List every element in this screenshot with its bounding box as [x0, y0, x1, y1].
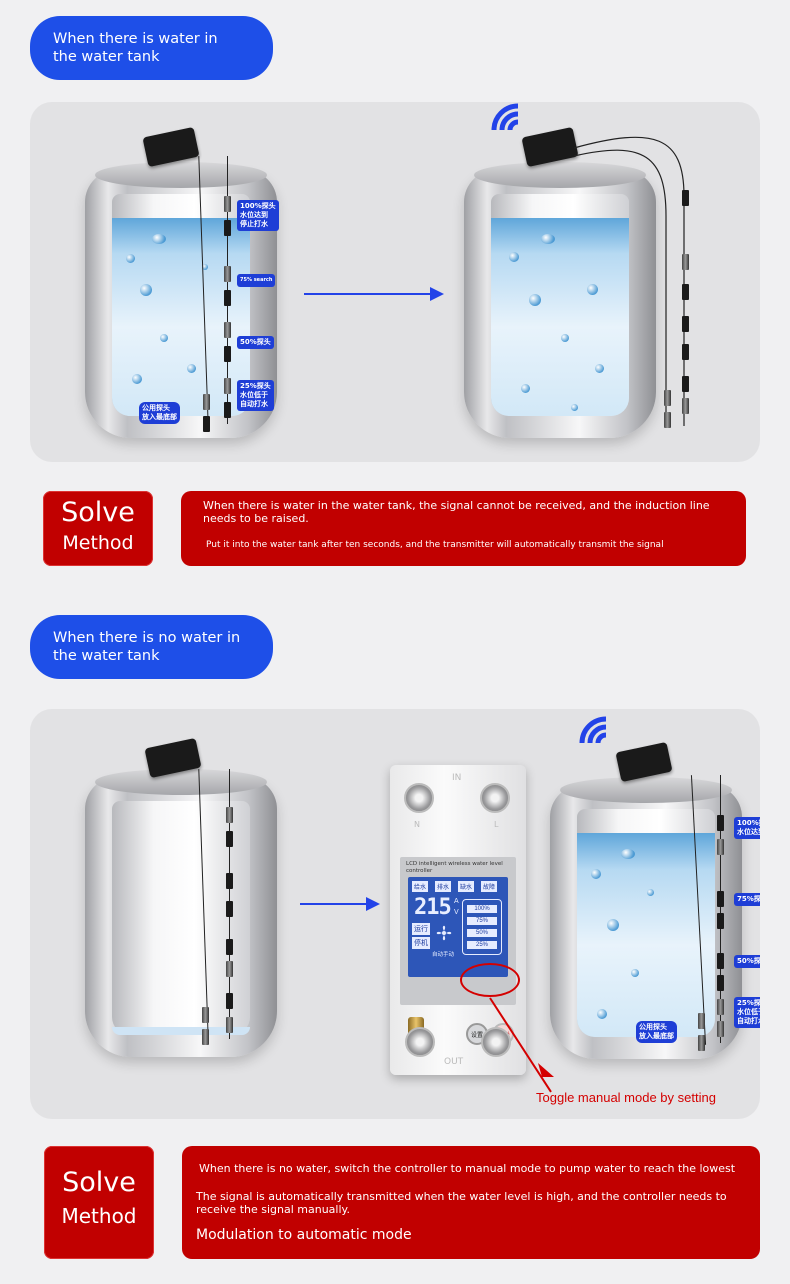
- section2-title-line2: the water tank: [53, 648, 160, 664]
- section2-desc-text2: The signal is automatically transmitted …: [196, 1190, 727, 1216]
- section2-illustration-panel: IN N L LCD intelligent wireless water le…: [30, 709, 760, 1119]
- wireless-transmitter: [521, 126, 579, 168]
- toggle-manual-caption: Toggle manual mode by setting: [536, 1090, 716, 1105]
- section1-title-pill: When there is water in the water tank: [30, 16, 273, 80]
- section2-desc-text3: Modulation to automatic mode: [196, 1227, 412, 1243]
- fan-icon: [436, 925, 452, 941]
- section1-solve-badge: Solve Method: [43, 491, 153, 566]
- solve-label: Solve: [62, 1167, 136, 1198]
- section1-description: When there is water in the water tank, t…: [181, 491, 746, 566]
- wifi-signal-icon: [491, 103, 519, 131]
- probe-label-25: 25%探头水位低于自动打水: [237, 380, 274, 411]
- method-label: Method: [61, 1204, 137, 1228]
- section2-description: When there is no water, switch the contr…: [182, 1146, 760, 1259]
- n-label: N: [414, 820, 420, 829]
- probe-label-50: 50%探头: [734, 955, 760, 968]
- section1-illustration-panel: 100%探头水位达到停止打水 75% search 50%探头 25%探头水位低…: [30, 102, 760, 462]
- arrow-right-icon: [304, 287, 444, 301]
- voltage-readout: 215: [414, 895, 452, 920]
- l-label: L: [494, 820, 499, 829]
- probe-label-50: 50%探头: [237, 336, 274, 349]
- probe-label-common: 公用探头放入最底部: [636, 1021, 677, 1043]
- section2-desc-text1: When there is no water, switch the contr…: [199, 1162, 736, 1175]
- wireless-transmitter: [615, 741, 673, 783]
- probe-label-100: 100%探头水位达到停止打水: [237, 200, 279, 231]
- arrow-right-icon: [300, 897, 380, 911]
- solve-label: Solve: [61, 497, 135, 528]
- water-tank-right: [464, 103, 689, 438]
- empty-water-tank: [85, 737, 277, 1057]
- probe-label-75: 75% search: [237, 274, 276, 287]
- wireless-transmitter: [142, 126, 200, 168]
- pointer-arrowhead-icon: [538, 1063, 554, 1077]
- section2-solve-badge: Solve Method: [44, 1146, 154, 1259]
- section1-desc-text2: Put it into the water tank after ten sec…: [206, 540, 664, 550]
- lcd-display: 给水 排水 缺水 故障 215 A V 运行 停机 自动手动 100% 75% …: [408, 877, 508, 977]
- section1-desc-text1: When there is water in the water tank, t…: [203, 499, 710, 525]
- controller-title: LCD intelligent wireless water level con…: [406, 861, 503, 874]
- section2-title-line1: When there is no water in: [53, 630, 241, 646]
- section2-title-pill: When there is no water in the water tank: [30, 615, 273, 679]
- probe-label-common: 公用探头放入最底部: [139, 402, 180, 424]
- wifi-signal-icon: [579, 716, 607, 744]
- sensor-cable: [574, 136, 685, 426]
- in-label: IN: [452, 773, 462, 783]
- probe-label-75: 75%探头: [734, 893, 760, 906]
- method-label: Method: [62, 532, 134, 554]
- water-tank-left: 100%探头水位达到停止打水 75% search 50%探头 25%探头水位低…: [85, 126, 279, 438]
- lcd-panel: LCD intelligent wireless water level con…: [400, 857, 516, 1005]
- section1-title-line1: When there is water in: [53, 31, 218, 47]
- water-level-controller: IN N L LCD intelligent wireless water le…: [390, 765, 526, 1075]
- set-button-highlight: [460, 963, 520, 997]
- out-label: OUT: [444, 1057, 464, 1067]
- section1-title-line2: the water tank: [53, 49, 160, 65]
